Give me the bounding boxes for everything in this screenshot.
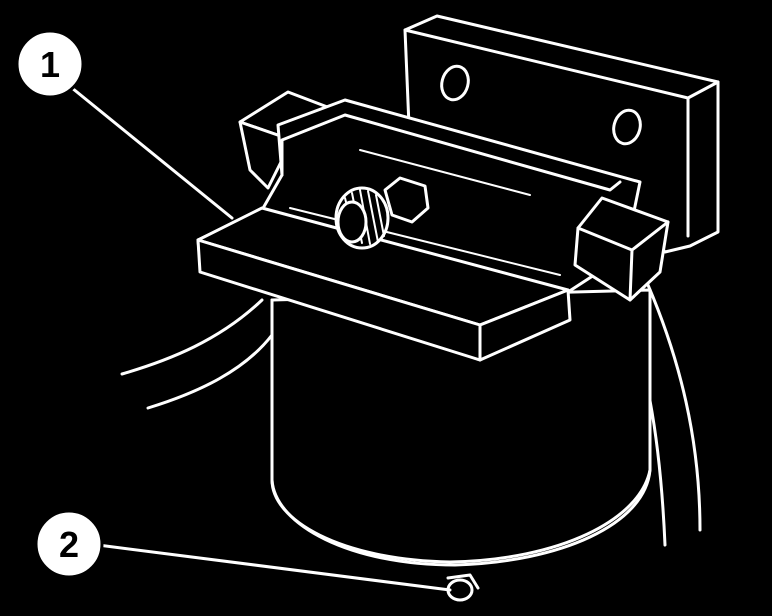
- leader-lines: [70, 86, 452, 592]
- filter-head: [196, 90, 670, 362]
- bleed-screw: [334, 176, 430, 250]
- callout-1-label: 1: [40, 44, 60, 85]
- mounting-hole: [612, 108, 642, 146]
- callout-2: 2: [34, 509, 104, 579]
- leader-line-1: [70, 86, 234, 220]
- mounting-hole: [440, 64, 470, 102]
- callout-1: 1: [15, 29, 85, 99]
- callout-2-label: 2: [59, 524, 79, 565]
- drain-valve: [446, 573, 480, 602]
- leader-line-2: [96, 543, 452, 592]
- filter-canister: [270, 288, 652, 567]
